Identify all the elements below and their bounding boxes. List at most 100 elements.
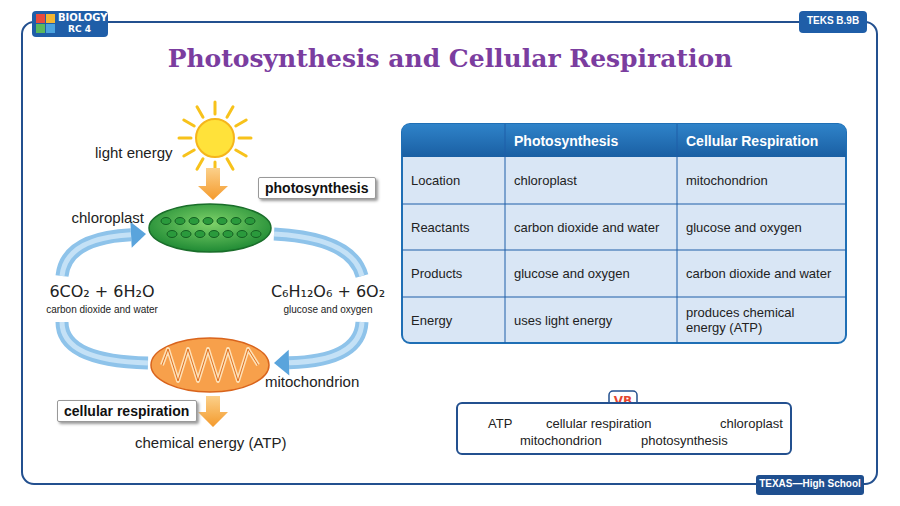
page-border	[22, 22, 877, 484]
cristae	[162, 349, 258, 381]
table-cell: carbon dioxide and water	[506, 205, 676, 249]
table-cell: uses light energy	[506, 298, 676, 342]
sun-ray	[236, 150, 246, 156]
chloroplast-illustration	[148, 203, 272, 253]
organelle: chloroplast	[148, 203, 272, 253]
sun-ray	[227, 159, 233, 169]
vocab-word: cellular respiration	[546, 416, 652, 431]
table-cell: Location	[403, 158, 504, 203]
cell-text: glucose and oxygen	[514, 266, 630, 281]
energy-label: light energy	[95, 144, 173, 161]
process-label: photosynthesis	[265, 180, 368, 196]
cell-text: produces chemical energy (ATP)	[686, 305, 837, 335]
cell-text: Products	[411, 266, 462, 281]
granum	[217, 218, 227, 225]
sun-ray	[179, 137, 191, 140]
table-grid	[402, 124, 846, 343]
state-tab-text: TEXAS—High School	[759, 478, 861, 489]
cell-text: chloroplast	[514, 173, 577, 188]
table-cell: mitochondrion	[678, 158, 845, 203]
table-cell: Energy	[403, 298, 504, 342]
page-title: Photosynthesis and Cellular Respiration	[168, 44, 733, 73]
cell-text: Location	[411, 173, 460, 188]
word-bank: ATP cellular respiration chloroplast mitoch…	[456, 402, 792, 455]
table-cell: produces chemical energy (ATP)	[678, 298, 845, 342]
granum	[189, 218, 199, 225]
badge-text: RC 4	[68, 24, 91, 34]
badge-icon	[36, 24, 45, 33]
granum	[181, 231, 191, 238]
cell-text: mitochondrion	[686, 173, 768, 188]
vocab-word: mitochondrion	[520, 433, 602, 448]
sun-ray	[214, 102, 217, 114]
sun-ray	[239, 137, 251, 140]
table-cell: carbon dioxide and water	[678, 251, 845, 296]
granum	[203, 218, 213, 225]
vocab-word: ATP	[488, 416, 512, 431]
sun-ray	[184, 120, 194, 126]
cell-text: carbon dioxide and water	[514, 220, 659, 235]
table-cell: chloroplast	[506, 158, 676, 203]
cell-text: uses light energy	[514, 313, 612, 328]
granum	[245, 218, 255, 225]
standard-code: TEKS B.9B	[807, 15, 859, 26]
cristae-edge	[162, 349, 258, 381]
mitochondrion-illustration	[150, 337, 270, 393]
table-cell: glucose and oxygen	[506, 251, 676, 296]
sun-ray	[197, 107, 203, 117]
granum	[167, 231, 177, 238]
state-tab	[756, 475, 864, 495]
table-header-cell: Photosynthesis	[506, 125, 676, 156]
sun-ray	[236, 120, 246, 126]
teks-badge	[799, 11, 867, 33]
table-cell: Reactants	[403, 205, 504, 249]
table-header-cell: Cellular Respiration	[678, 125, 845, 156]
sun-ray	[184, 150, 194, 156]
column-heading: Photosynthesis	[514, 133, 618, 149]
organelle: mitochondrion	[150, 337, 270, 393]
organelle-label: mitochondrion	[265, 373, 359, 390]
table-frame	[402, 124, 846, 343]
formula: C₆H₁₂O₆ + 6O₂	[271, 282, 385, 301]
formula-name: carbon dioxide and water	[46, 304, 158, 315]
energy-label: chemical energy (ATP)	[135, 434, 286, 451]
vocab-word: photosynthesis	[641, 433, 728, 448]
energy-arrow	[198, 168, 228, 200]
granum	[251, 231, 261, 238]
badge-text: BIOLOGY	[58, 12, 108, 23]
formula: 6CO₂ + 6H₂O	[49, 282, 154, 301]
table-cell: Products	[403, 251, 504, 296]
cell-text: carbon dioxide and water	[686, 266, 831, 281]
energy-arrow	[198, 396, 228, 427]
cell-text: glucose and oxygen	[686, 220, 802, 235]
chloroplast-membrane	[149, 204, 271, 252]
granum	[209, 231, 219, 238]
granum	[231, 218, 241, 225]
process-tag: photosynthesis	[258, 177, 376, 199]
granum	[223, 231, 233, 238]
granum	[237, 231, 247, 238]
vocab-word: chloroplast	[720, 416, 783, 431]
table-cell: glucose and oxygen	[678, 205, 845, 249]
formula-name: glucose and oxygen	[284, 304, 373, 315]
cell-text: Energy	[411, 313, 452, 328]
process-tag: cellular respiration	[57, 400, 197, 422]
granum	[195, 231, 205, 238]
sun-ray	[227, 107, 233, 117]
column-heading: Cellular Respiration	[686, 133, 818, 149]
badge-icon	[46, 24, 55, 33]
organelle-label: chloroplast	[71, 209, 144, 226]
badge-icon	[46, 14, 55, 23]
sun-ray	[197, 159, 203, 169]
granum	[175, 218, 185, 225]
granum	[161, 218, 171, 225]
arrow-head	[274, 350, 289, 376]
process-label: cellular respiration	[64, 403, 189, 419]
outer-membrane	[151, 338, 269, 392]
table-header	[402, 124, 846, 157]
cell-text: Reactants	[411, 220, 470, 235]
sun-disc	[196, 119, 234, 157]
badge-icon	[36, 14, 45, 23]
sun-illustration	[179, 102, 251, 174]
subject-badge	[32, 11, 108, 37]
